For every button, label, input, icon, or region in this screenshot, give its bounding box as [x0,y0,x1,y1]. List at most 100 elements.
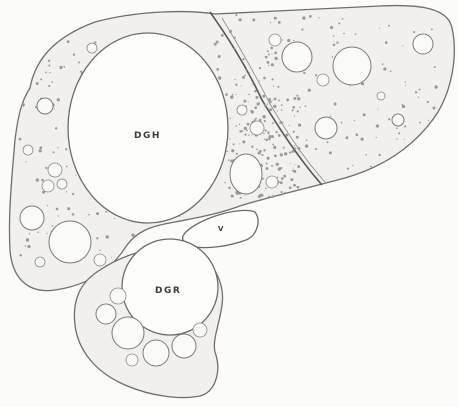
stipple-dot [296,136,299,139]
stipple-dot [268,98,271,101]
stipple-dot [272,143,274,145]
stipple-dot [273,105,276,108]
stipple-dot [315,74,317,76]
stipple-dot [56,208,59,211]
stipple-dot [255,96,258,99]
stipple-dot [40,146,43,149]
stipple-dot [281,167,283,169]
stipple-dot [271,53,272,54]
stipple-dot [405,85,406,86]
stipple-dot [239,130,242,133]
stipple-dot [251,110,254,113]
stipple-dot [48,60,50,62]
stipple-dot [378,154,380,156]
stipple-dot [415,91,417,93]
stipple-dot [271,135,274,138]
stipple-dot [261,154,263,156]
stipple-dot [248,72,250,74]
stipple-dot [296,95,298,97]
stipple-dot [266,167,269,170]
stipple-dot [225,93,228,96]
stipple-dot [402,45,403,46]
stipple-dot [29,233,30,234]
stipple-dot [265,187,267,189]
liver-cyst [269,34,281,46]
stipple-dot [355,33,357,35]
stipple-dot [267,103,268,104]
liver-cyst [392,114,404,126]
stipple-dot [36,82,39,85]
liver-cyst [317,74,329,86]
stipple-dot [244,195,245,196]
stipple-dot [330,116,331,117]
stipple-dot [39,149,42,152]
stipple-dot [286,98,289,101]
stipple-dot [297,186,300,189]
stipple-dot [231,149,234,152]
stipple-dot [294,115,295,116]
stipple-dot [377,109,378,110]
liver-cyst [49,221,91,263]
stipple-dot [280,153,283,156]
stipple-dot [233,143,235,145]
stipple-dot [252,84,254,86]
stipple-dot [25,161,26,162]
stipple-dot [221,34,224,37]
stipple-dot [283,122,284,123]
stipple-dot [419,88,421,90]
stipple-dot [259,80,260,81]
stipple-dot [244,127,247,130]
stipple-dot [239,124,240,125]
stipple-dot [261,165,263,167]
stipple-dot [293,167,294,168]
stipple-dot [268,137,271,140]
stipple-dot [216,41,219,44]
stipple-dot [334,103,337,106]
stipple-dot [245,69,247,71]
stipple-dot [285,134,288,137]
stipple-dot [48,65,50,67]
stipple-dot [283,175,286,178]
stipple-dot [297,165,300,168]
stipple-dot [57,147,58,148]
stipple-dot [379,28,380,29]
stipple-dot [19,254,22,256]
stipple-dot [294,145,295,146]
kidney-cyst [110,288,126,304]
stipple-dot [78,61,80,63]
stipple-dot [106,235,109,238]
kidney-cyst [112,317,144,349]
stipple-dot [218,76,221,79]
stipple-dot [234,48,235,49]
liver-cyst [282,42,312,72]
stipple-dot [254,106,257,109]
stipple-dot [236,153,238,155]
stipple-dot [226,151,228,153]
stipple-dot [235,14,237,16]
stipple-dot [242,130,244,132]
stipple-dot [96,212,99,215]
stipple-dot [434,66,436,68]
stipple-dot [277,110,278,111]
stipple-dot [269,108,272,111]
stipple-dot [332,56,334,58]
stipple-dot [297,97,300,100]
stipple-dot [75,175,76,176]
stipple-dot [262,95,265,98]
kidney-cyst [172,334,196,358]
stipple-dot [405,81,407,83]
stipple-dot [255,118,257,120]
stipple-dot [247,123,250,126]
stipple-dot [67,207,70,210]
stipple-dot [52,225,54,227]
stipple-dot [264,129,266,131]
stipple-dot [27,245,30,248]
stipple-dot [301,28,303,30]
stipple-dot [363,113,366,116]
stipple-dot [54,108,55,109]
stipple-dot [228,186,231,189]
stipple-dot [66,191,67,192]
stipple-dot [105,211,107,213]
stipple-dot [269,101,272,104]
stipple-dot [46,233,47,234]
